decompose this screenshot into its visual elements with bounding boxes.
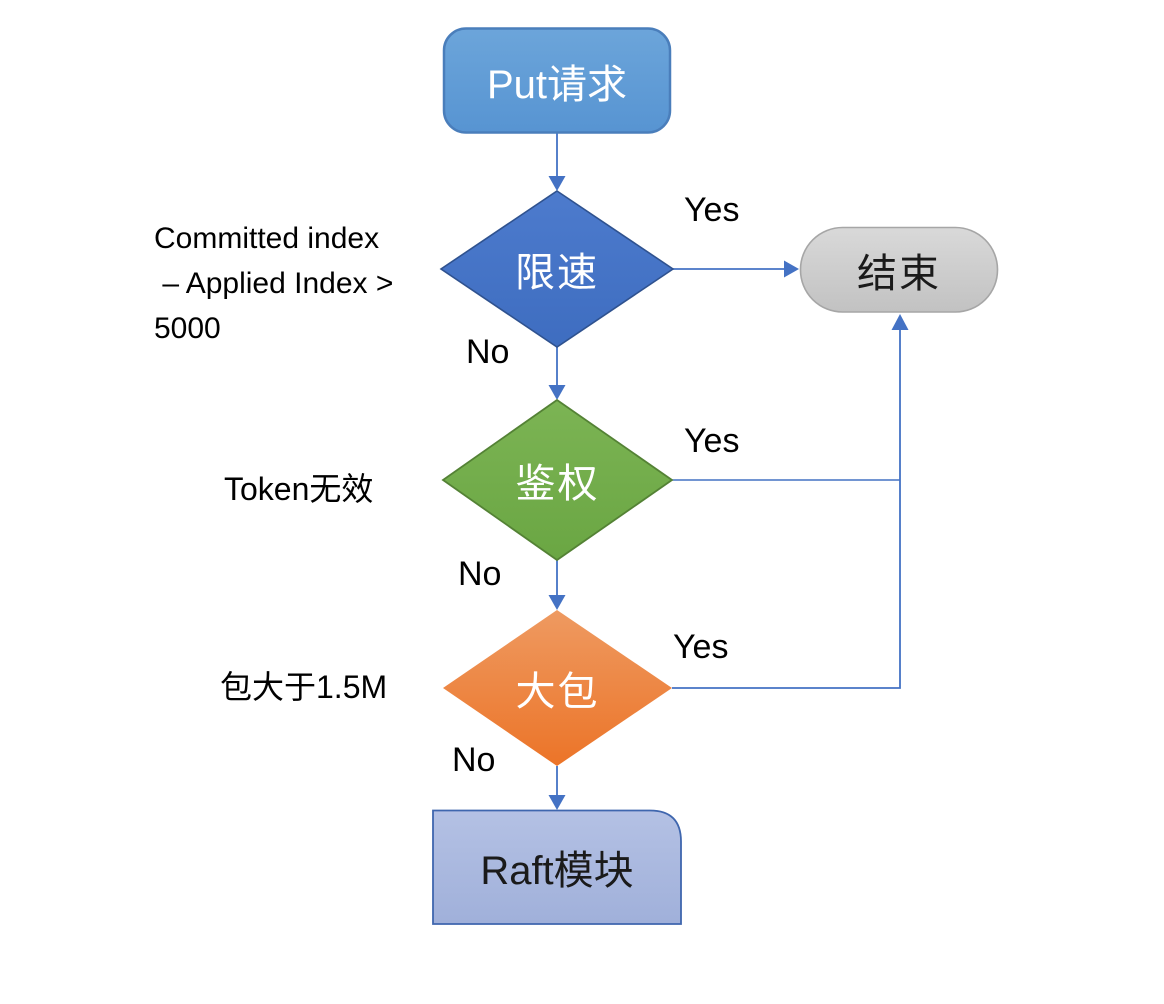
node-raft-shape (432, 809, 682, 925)
arrowhead-rate-limit-yes-to-end (784, 260, 799, 278)
node-end-shape (799, 226, 999, 313)
decision-auth-shape (441, 398, 674, 562)
decision-big-packet-shape (443, 610, 672, 766)
connector-big-packet-yes-to-end (672, 329, 901, 689)
arrowhead-big-packet-yes-to-end (891, 314, 909, 330)
node-put-request-shape (442, 27, 672, 134)
decision-rate-limit-shape (439, 190, 675, 348)
arrowhead-start-to-rate-limit (548, 176, 566, 191)
arrowhead-rate-limit-no-to-auth (548, 385, 566, 400)
arrowhead-auth-no-to-big-packet (548, 595, 566, 610)
arrowhead-big-packet-no-to-raft (548, 795, 566, 810)
